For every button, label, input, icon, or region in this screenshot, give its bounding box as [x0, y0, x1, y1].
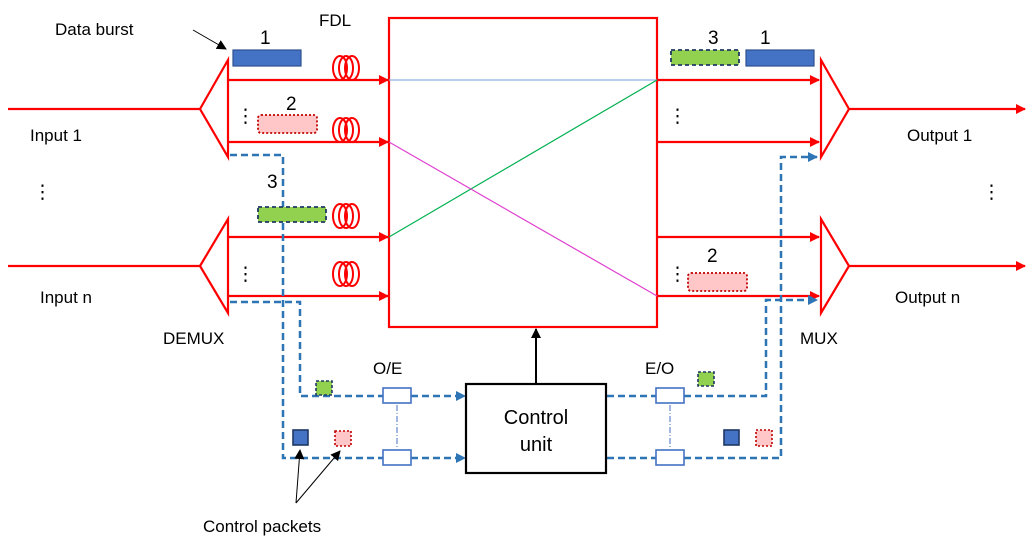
vdots-output-ports: ⋮: [982, 182, 1001, 203]
data-burst-label: Data burst: [55, 20, 134, 39]
fdl-coil-icon: [332, 55, 360, 81]
input-n-label: Input n: [40, 288, 92, 307]
burst-number-out-2: 2: [707, 246, 718, 267]
oe-converter-n: [382, 449, 412, 466]
burst-blue-output: [745, 49, 815, 67]
control-packets-pointer-2: [295, 450, 341, 504]
ellipsis-markers: ⋮ ⋮ ⋮ ⋮ ⋮ ⋮: [33, 106, 1001, 285]
fdl-coils: [332, 55, 360, 287]
output-1-label: Output 1: [907, 126, 972, 145]
data-bursts: [232, 49, 815, 292]
fdl-coil-icon: [332, 117, 360, 143]
data-burst-pointer: [192, 29, 227, 50]
burst-pink-output: [687, 272, 748, 292]
burst-green-input: [257, 206, 327, 223]
control-packet-pink-out: [755, 429, 773, 447]
burst-number-in-3: 3: [267, 172, 278, 193]
mux-n-triangle: [819, 215, 851, 317]
eo-label: E/O: [645, 359, 674, 378]
control-unit-label-line1: Control: [504, 407, 568, 429]
demux-label: DEMUX: [163, 329, 224, 348]
fdl-coil-icon: [332, 203, 360, 229]
eo-converter-n: [655, 449, 685, 466]
connection-3: [388, 141, 658, 297]
vdots-input-wavelengths-1: ⋮: [236, 106, 255, 127]
eo-converter-1: [655, 387, 685, 404]
vdots-input-ports: ⋮: [33, 182, 52, 203]
burst-number-out-1: 1: [760, 28, 771, 49]
control-unit-box: [464, 382, 608, 475]
control-packet-blue: [292, 429, 309, 446]
control-unit-label-line2: unit: [520, 434, 553, 456]
vdots-input-wavelengths-n: ⋮: [236, 264, 255, 285]
control-packets-label: Control packets: [203, 517, 321, 536]
input-fibers: [8, 55, 389, 317]
switch-connections: [388, 79, 658, 297]
control-packet-pink: [334, 430, 352, 447]
connection-2: [388, 79, 658, 238]
control-packet-blue-out: [723, 429, 740, 446]
demux-n-triangle: [198, 215, 230, 317]
control-packet-green-out: [697, 371, 715, 387]
converters: [382, 387, 685, 466]
burst-number-in-2: 2: [286, 94, 297, 115]
burst-green-output: [670, 49, 740, 66]
switch-fabric: [387, 16, 659, 329]
control-packets: [292, 371, 773, 447]
oe-label: O/E: [373, 359, 402, 378]
control-packet-green: [315, 380, 333, 396]
vdots-output-wavelengths-1: ⋮: [668, 106, 687, 127]
oe-converter-1: [382, 387, 412, 404]
input-1-label: Input 1: [30, 126, 82, 145]
demux-1-triangle: [198, 55, 230, 162]
mux-label: MUX: [800, 329, 838, 348]
burst-pink-input: [257, 114, 318, 134]
control-packets-pointer-1: [294, 449, 305, 504]
burst-number-out-3: 3: [708, 28, 719, 49]
burst-blue-input: [232, 49, 302, 67]
burst-number-in-1: 1: [260, 28, 271, 49]
fdl-coil-icon: [332, 261, 360, 287]
pointer-lines: [192, 29, 341, 504]
mux-1-triangle: [819, 55, 851, 162]
output-n-label: Output n: [895, 288, 960, 307]
control-lines: [230, 152, 818, 463]
vdots-output-wavelengths-n: ⋮: [668, 264, 687, 285]
fdl-label: FDL: [319, 11, 351, 30]
output-fibers: [657, 55, 1026, 317]
